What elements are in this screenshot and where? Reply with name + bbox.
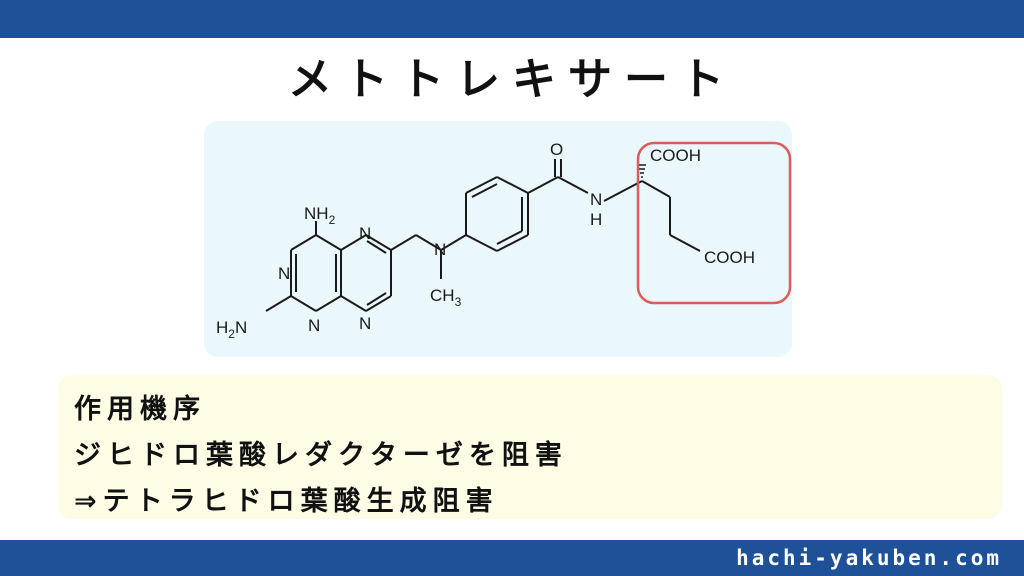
- bottom-bar: hachi-yakuben.com: [0, 540, 1024, 576]
- label-nh2: NH2: [304, 204, 336, 227]
- structure-panel: NH2 H2N N N N N N CH3 O N H COOH COOH: [204, 121, 792, 357]
- mechanism-heading: 作用機序: [74, 394, 206, 425]
- label-amide-n: N: [590, 190, 602, 209]
- label-n-methyl: N: [434, 240, 446, 259]
- top-bar: [0, 0, 1024, 38]
- carboxyl-highlight-box: [636, 141, 792, 305]
- label-cooh-alpha: COOH: [650, 146, 701, 165]
- label-cooh-side: COOH: [704, 248, 755, 267]
- label-n-ring-bottom: N: [308, 316, 320, 335]
- page-title: メトトレキサート: [288, 54, 736, 105]
- label-n-pyrazine-bottom: N: [359, 314, 371, 333]
- stereo-wedge: [638, 164, 646, 178]
- mechanism-panel: 作用機序 ジヒドロ葉酸レダクターゼを阻害 ⇒テトラヒドロ葉酸生成阻害: [58, 375, 1002, 519]
- label-ch3: CH3: [430, 286, 462, 309]
- label-amide-h: H: [590, 210, 602, 229]
- label-n-pyrazine-top: N: [359, 224, 371, 243]
- mechanism-line-2: ⇒テトラヒドロ葉酸生成阻害: [74, 486, 499, 517]
- structure-bonds: [265, 159, 701, 312]
- label-h2n: H2N: [216, 318, 247, 341]
- methotrexate-structure: NH2 H2N N N N N N CH3 O N H COOH COOH: [216, 140, 792, 341]
- label-carbonyl-o: O: [550, 140, 563, 159]
- site-url: hachi-yakuben.com: [736, 546, 1002, 570]
- mechanism-line-1: ジヒドロ葉酸レダクターゼを阻害: [74, 440, 568, 471]
- label-n-ring-left: N: [278, 264, 290, 283]
